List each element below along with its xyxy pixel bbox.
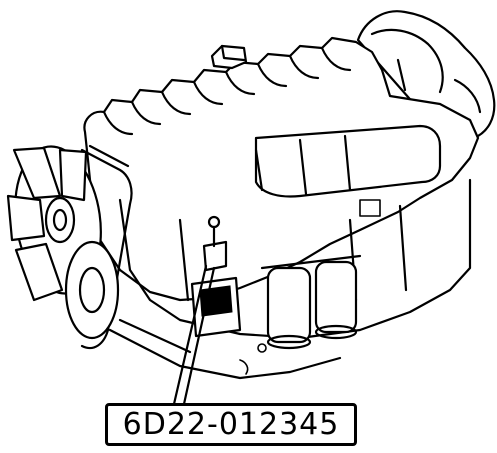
- intake-pipe: [254, 124, 442, 198]
- callout-leader-line: [172, 264, 216, 406]
- engine-serial-number: 6D22-012345: [122, 406, 340, 442]
- oil-filter: [260, 254, 362, 350]
- engine-serial-callout: 6D22-012345: [105, 403, 357, 446]
- fan-belt: [64, 144, 133, 350]
- oil-pan: [108, 318, 342, 380]
